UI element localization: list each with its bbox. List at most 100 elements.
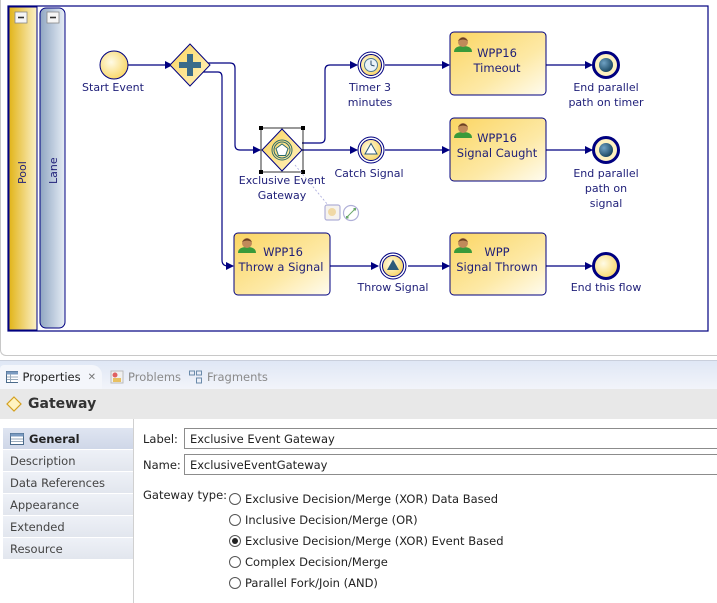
svg-text:Gateway: Gateway: [258, 189, 307, 202]
side-tab-label: Appearance: [10, 497, 80, 512]
radio-label: Complex Decision/Merge: [245, 555, 388, 569]
task-timeout[interactable]: WPP16 Timeout: [449, 31, 547, 96]
user-icon: [454, 238, 472, 253]
radio-complex[interactable]: Complex Decision/Merge: [229, 555, 388, 569]
side-tab-label: Extended: [10, 519, 65, 534]
svg-text:path on: path on: [585, 182, 627, 195]
radio-button[interactable]: [229, 556, 241, 568]
svg-text:End this flow: End this flow: [571, 281, 642, 294]
name-caption: Name:: [143, 458, 181, 472]
diagram-canvas[interactable]: Pool Lane Start Event: [0, 0, 717, 360]
context-gear-button[interactable]: [324, 204, 341, 221]
svg-text:path on timer: path on timer: [568, 96, 644, 109]
signal-filled-icon: [387, 259, 399, 270]
task-signal-thrown[interactable]: WPP Signal Thrown: [449, 232, 547, 296]
side-tab-resource[interactable]: Resource: [3, 538, 133, 560]
radio-button[interactable]: [229, 514, 241, 526]
signal-outline-icon: [364, 142, 378, 155]
tab-properties-label: Properties: [22, 370, 81, 384]
selection-box: [260, 127, 304, 173]
parallel-gateway[interactable]: [169, 43, 211, 87]
svg-text:End parallel: End parallel: [573, 167, 638, 180]
radio-button-checked[interactable]: [229, 535, 241, 547]
user-icon: [454, 37, 472, 52]
side-tab-general[interactable]: General: [3, 428, 133, 450]
svg-text:Timeout: Timeout: [473, 61, 521, 75]
label-caption: Label:: [143, 432, 178, 446]
svg-text:Catch Signal: Catch Signal: [334, 167, 403, 180]
name-input[interactable]: [184, 454, 717, 475]
pool-label: Pool: [16, 161, 29, 184]
tab-fragments-label: Fragments: [207, 370, 268, 384]
tab-problems-label: Problems: [128, 370, 182, 384]
radio-label: Exclusive Decision/Merge (XOR) Data Base…: [245, 492, 499, 506]
bpmn-diagram[interactable]: Pool Lane Start Event: [0, 0, 717, 356]
side-tab-description[interactable]: Description: [3, 450, 133, 472]
side-divider: [133, 419, 134, 603]
task-signal-caught[interactable]: WPP16 Signal Caught: [449, 117, 547, 182]
svg-text:Signal Caught: Signal Caught: [457, 146, 538, 160]
side-tab-label: General: [29, 431, 80, 446]
svg-text:signal: signal: [590, 197, 623, 210]
general-icon: [10, 432, 24, 445]
tab-problems[interactable]: Problems: [104, 365, 187, 389]
gear-icon: [328, 208, 336, 216]
svg-text:Start Event: Start Event: [82, 81, 145, 94]
radio-inclusive-or[interactable]: Inclusive Decision/Merge (OR): [229, 513, 418, 527]
svg-text:Exclusive Event: Exclusive Event: [239, 174, 326, 187]
side-tab-label: Data References: [10, 475, 106, 490]
side-tab-appearance[interactable]: Appearance: [3, 494, 133, 516]
throw-signal-event[interactable]: Throw Signal: [357, 252, 429, 294]
timer-event[interactable]: Timer 3 minutes: [348, 51, 393, 109]
radio-button[interactable]: [229, 493, 241, 505]
radio-parallel-and[interactable]: Parallel Fork/Join (AND): [229, 576, 378, 590]
side-tab-label: Resource: [10, 541, 63, 556]
radio-label: Exclusive Decision/Merge (XOR) Event Bas…: [245, 534, 504, 548]
catch-signal-event[interactable]: Catch Signal: [334, 136, 404, 180]
user-icon: [238, 238, 256, 253]
radio-xor-data-based[interactable]: Exclusive Decision/Merge (XOR) Data Base…: [229, 492, 498, 506]
side-tab-extended[interactable]: Extended: [3, 516, 133, 538]
view-tab-bar: Properties ✕ Problems Fragments: [0, 360, 717, 389]
label-input[interactable]: [184, 428, 717, 449]
context-connect-button[interactable]: [342, 204, 360, 222]
side-tab-list: General Description Data References Appe…: [3, 428, 133, 560]
pool-header[interactable]: Pool: [8, 6, 38, 331]
radio-xor-event-based[interactable]: Exclusive Decision/Merge (XOR) Event Bas…: [229, 534, 504, 548]
radio-label: Inclusive Decision/Merge (OR): [245, 513, 418, 527]
problems-icon: [110, 370, 124, 384]
close-icon[interactable]: ✕: [87, 371, 96, 383]
gateway-type-caption: Gateway type:: [143, 488, 228, 502]
tab-fragments[interactable]: Fragments: [183, 365, 274, 389]
svg-text:WPP16: WPP16: [477, 46, 517, 60]
radio-button[interactable]: [229, 577, 241, 589]
svg-text:minutes: minutes: [348, 96, 393, 109]
flow-parallel-to-throw-task: [200, 71, 234, 270]
svg-text:WPP16: WPP16: [477, 131, 517, 145]
svg-text:End parallel: End parallel: [573, 81, 638, 94]
end-event-signal[interactable]: End parallel path on signal: [573, 136, 639, 211]
lane-header[interactable]: Lane: [39, 7, 66, 329]
radio-label: Parallel Fork/Join (AND): [245, 576, 378, 590]
tab-properties[interactable]: Properties ✕: [0, 365, 102, 389]
section-title: Gateway: [0, 389, 717, 419]
svg-text:Timer 3: Timer 3: [348, 81, 391, 94]
svg-text:WPP16: WPP16: [263, 245, 303, 259]
task-throw-a-signal[interactable]: WPP16 Throw a Signal: [233, 232, 331, 296]
end-event-flow[interactable]: End this flow: [571, 252, 642, 295]
svg-text:WPP: WPP: [484, 245, 509, 259]
sequence-flows: [128, 61, 593, 270]
fragments-icon: [189, 370, 202, 384]
canvas-frame: [0, 0, 717, 356]
start-event[interactable]: Start Event: [82, 50, 145, 94]
svg-text:Signal Thrown: Signal Thrown: [456, 260, 538, 274]
exclusive-event-gateway[interactable]: Exclusive Event Gateway: [239, 126, 326, 202]
side-tab-data-references[interactable]: Data References: [3, 472, 133, 494]
end-event-timer[interactable]: End parallel path on timer: [568, 51, 644, 110]
svg-text:Throw Signal: Throw Signal: [357, 281, 429, 294]
user-icon: [454, 123, 472, 138]
svg-text:Throw a Signal: Throw a Signal: [238, 260, 324, 274]
side-tab-label: Description: [10, 453, 76, 468]
flow-gateway-to-timer: [302, 61, 358, 144]
pool-border: [7, 5, 709, 332]
